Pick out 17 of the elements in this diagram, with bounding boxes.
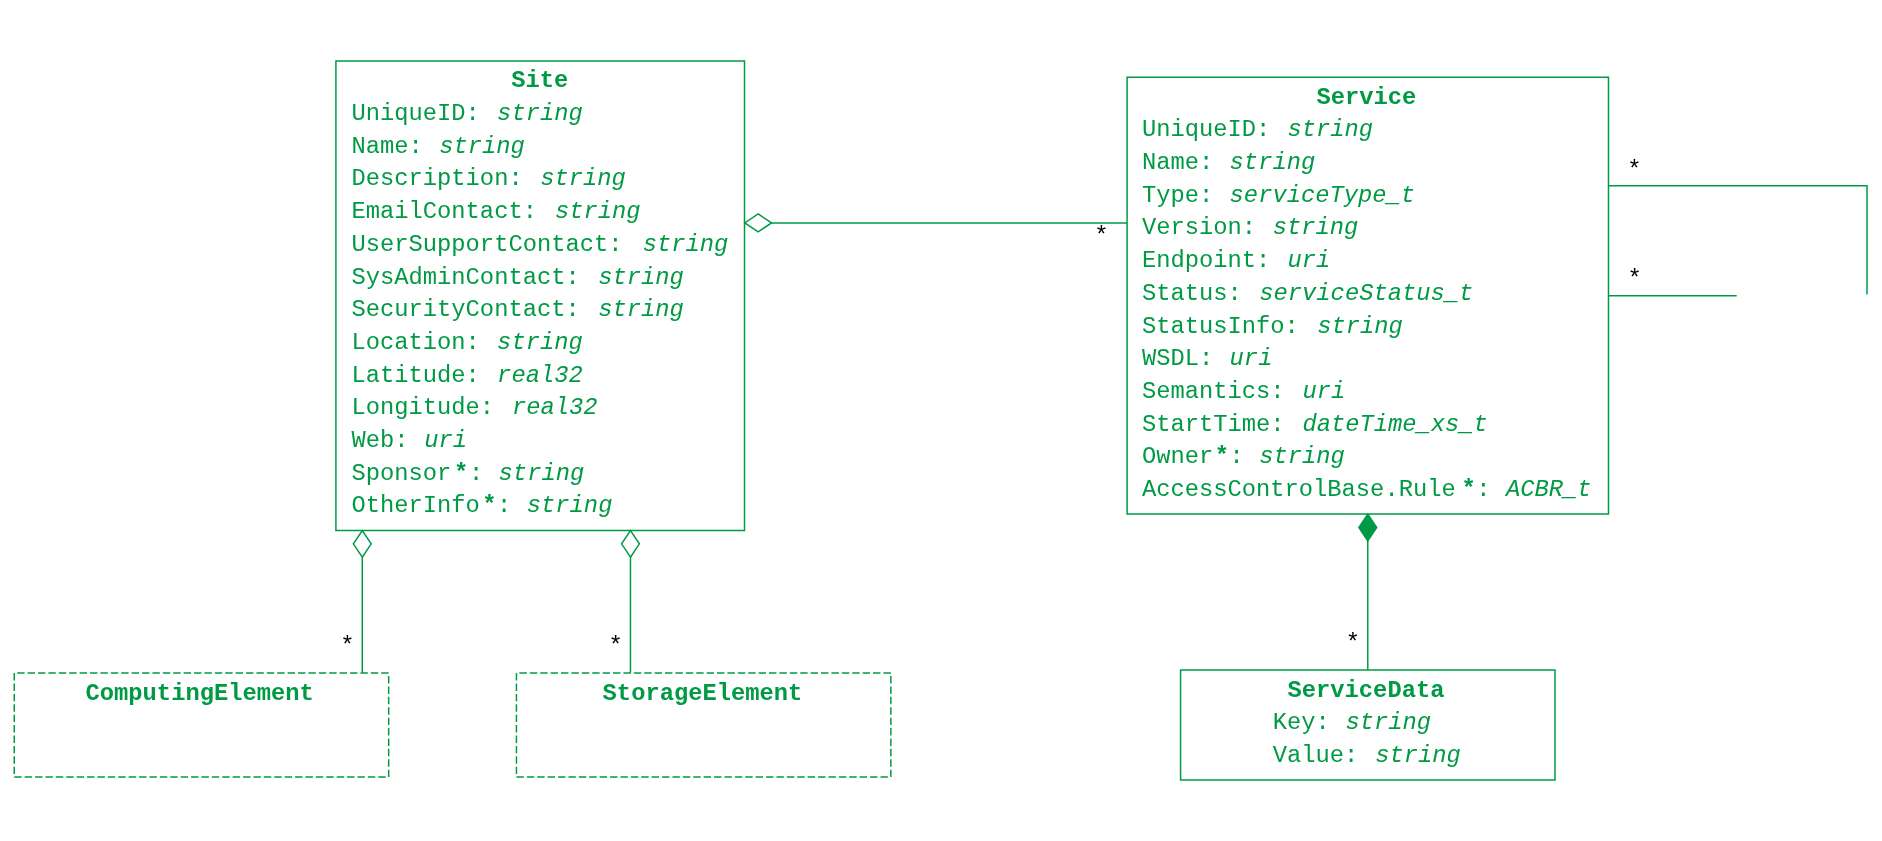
edge-label: * — [1627, 266, 1642, 294]
edge-label: * — [340, 632, 355, 660]
connector — [620, 529, 641, 674]
edge-label: * — [1345, 629, 1361, 657]
node-box: StorageElement — [515, 672, 892, 778]
connector — [352, 529, 373, 674]
connector — [743, 213, 1128, 233]
edge-label: * — [608, 632, 623, 660]
node-box: Site UniqueID: string Name: string Description: string EmailContact: string UserSupportContact: string SysAdminContact: string SecurityContact: string Location: string Latitude: real32 Longitude: real32 Web: uri Sponsor*: string OtherInfo*: string — [335, 60, 746, 532]
connector — [1608, 294, 1738, 297]
connector — [1357, 512, 1378, 671]
node-box: Service UniqueID: string Name: string Type: serviceType_t Version: string Endpoint: uri Status: serviceStatus_t StatusInfo: string WSDL: uri Semantics: uri StartTime: dateTime_xs_t Owner*: string AccessControlBase.Rule*: ACBR_t — [1126, 76, 1610, 515]
node-box: ComputingElement — [13, 672, 390, 778]
edge-label: * — [1094, 223, 1109, 251]
connector — [1607, 185, 1868, 296]
node-box: ServiceData Key: string Value: string — [1179, 669, 1556, 781]
edge-label: * — [1627, 156, 1642, 184]
